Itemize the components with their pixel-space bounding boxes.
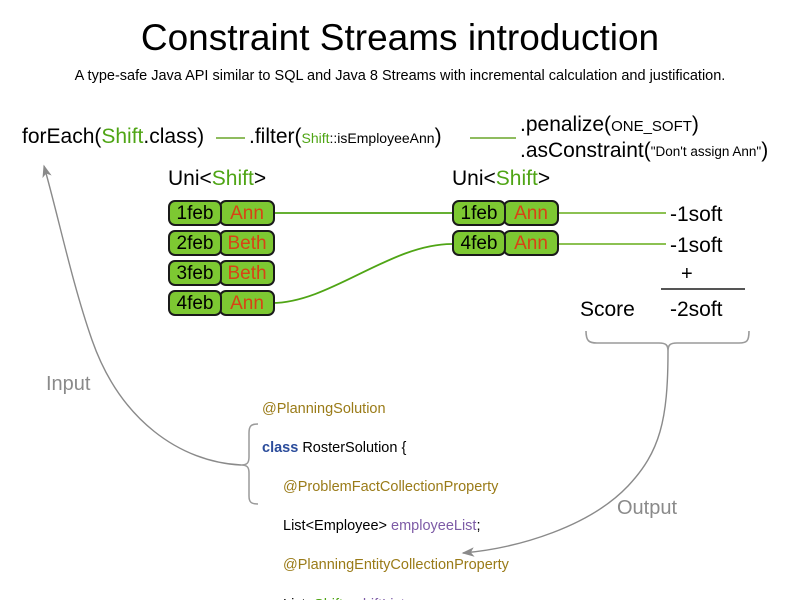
shift-employee: Ann [503, 230, 559, 256]
score-total: -2soft [670, 298, 723, 321]
score-sum-rule [661, 288, 745, 290]
uni-label-left: Uni<Shift> [168, 166, 266, 191]
code-line-planning-entity: @PlanningEntityCollectionProperty [262, 556, 509, 576]
code-line-employee-list: List<Employee> employeeList; [262, 517, 509, 537]
score-impact-1: -1soft [670, 203, 723, 226]
shift-employee: Ann [219, 290, 275, 316]
java-code-block: @PlanningSolution class RosterSolution {… [262, 380, 509, 600]
filter-type: Shift [301, 130, 330, 146]
code-as-constraint: .asConstraint("Don't assign Ann") [520, 138, 768, 165]
uni-right-prefix: Uni< [452, 167, 496, 190]
shift-date: 4feb [452, 230, 506, 256]
shift-list-type-post: > [343, 597, 356, 600]
shift-row: 3feb Beth [168, 260, 275, 286]
filter-suffix: ) [434, 125, 442, 148]
class-declaration: RosterSolution { [298, 439, 407, 456]
shift-list-input: 1feb Ann 2feb Beth 3feb Beth 4feb Ann [168, 200, 275, 320]
as-constraint-arg: "Don't assign Ann" [650, 144, 762, 159]
shift-employee: Ann [219, 200, 275, 226]
employee-list-semicolon: ; [476, 518, 481, 535]
foreach-suffix: .class) [143, 125, 205, 148]
shift-row: 4feb Ann [452, 230, 559, 256]
uni-label-right: Uni<Shift> [452, 166, 550, 191]
shift-date: 3feb [168, 260, 222, 286]
filter-method: ::isEmployeeAnn [329, 130, 435, 146]
score-label: Score [580, 298, 635, 321]
as-constraint-suffix: ) [761, 139, 769, 162]
uni-left-suffix: > [253, 167, 267, 190]
annotation-problem-fact-collection-property: @ProblemFactCollectionProperty [283, 478, 499, 495]
score-operator: + [681, 263, 693, 285]
employee-list-var: employeeList [391, 518, 477, 535]
score-brace [585, 330, 750, 352]
code-line-shift-list: List<Shift> shiftList; [262, 596, 509, 600]
input-label: Input [46, 373, 91, 395]
employee-list-type: List<Employee> [283, 518, 392, 535]
shift-date: 4feb [168, 290, 222, 316]
code-penalize: .penalize(ONE_SOFT) [520, 112, 699, 140]
shift-employee: Beth [219, 260, 275, 286]
uni-right-generic: Shift [495, 167, 538, 190]
as-constraint-prefix: .asConstraint( [520, 139, 651, 162]
penalize-suffix: ) [691, 113, 699, 136]
penalize-prefix: .penalize( [520, 113, 612, 136]
keyword-class: class [262, 439, 299, 456]
shift-list-type-pre: List< [283, 597, 314, 600]
shift-row: 1feb Ann [452, 200, 559, 226]
page-subtitle: A type-safe Java API similar to SQL and … [74, 68, 726, 84]
uni-right-suffix: > [537, 167, 551, 190]
code-line-problem-fact: @ProblemFactCollectionProperty [262, 478, 509, 498]
shift-date: 1feb [452, 200, 506, 226]
uni-left-prefix: Uni< [168, 167, 212, 190]
penalize-arg: ONE_SOFT [611, 118, 692, 135]
annotation-planning-solution: @PlanningSolution [262, 400, 386, 417]
filter-prefix: .filter( [249, 125, 302, 148]
page-title: Constraint Streams introduction [140, 17, 660, 58]
code-line-planning-solution: @PlanningSolution [262, 400, 509, 420]
shift-row: 2feb Beth [168, 230, 275, 256]
shift-date: 2feb [168, 230, 222, 256]
shift-row: 1feb Ann [168, 200, 275, 226]
shift-row: 4feb Ann [168, 290, 275, 316]
annotation-planning-entity-collection-property: @PlanningEntityCollectionProperty [283, 557, 509, 574]
connector-row4 [271, 243, 453, 304]
shift-list-filtered: 1feb Ann 4feb Ann [452, 200, 559, 260]
foreach-prefix: forEach( [22, 125, 102, 148]
score-impact-2: -1soft [670, 234, 723, 257]
uni-left-generic: Shift [211, 167, 254, 190]
output-label: Output [617, 497, 678, 519]
shift-employee: Beth [219, 230, 275, 256]
code-foreach: forEach(Shift.class) [22, 124, 204, 150]
shift-date: 1feb [168, 200, 222, 226]
code-filter: .filter(Shift::isEmployeeAnn) [249, 124, 442, 151]
fields-brace [240, 423, 259, 505]
code-line-class: class RosterSolution { [262, 439, 509, 459]
foreach-type: Shift [101, 125, 144, 148]
shift-list-generic: Shift [314, 597, 343, 600]
shift-employee: Ann [503, 200, 559, 226]
shift-list-semicolon: ; [405, 597, 409, 600]
shift-list-var: shiftList [356, 597, 405, 600]
